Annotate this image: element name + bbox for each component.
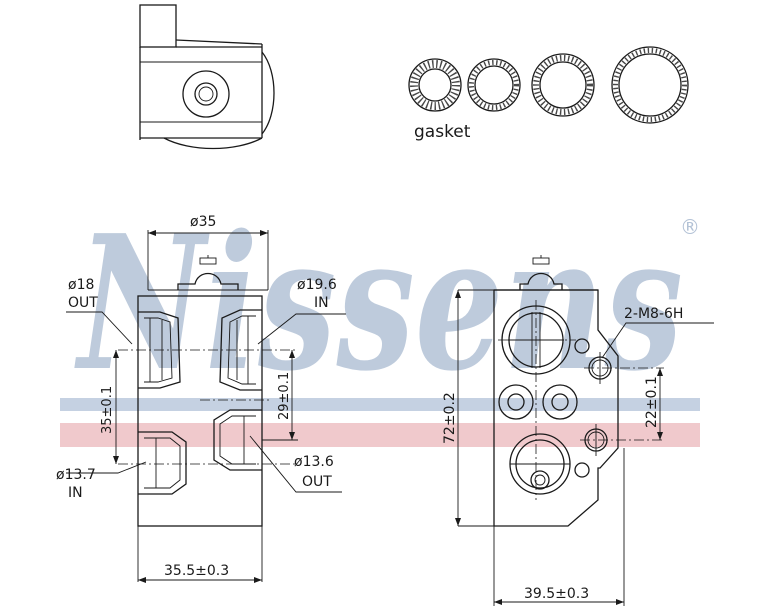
- thread-label: 2-M8-6H: [624, 306, 683, 322]
- watermark-brand: Nissens: [74, 194, 683, 412]
- watermark-band-blue: [60, 398, 700, 411]
- side-lower-port: [509, 433, 571, 495]
- gasket-ring: [467, 58, 521, 112]
- port-out-bottom-label: OUT: [302, 474, 332, 490]
- thread-hole: [574, 338, 590, 478]
- gasket-group: gasket: [408, 46, 689, 142]
- front-width-label: ø35: [190, 214, 216, 230]
- port-in-bottom: [138, 431, 187, 495]
- front-bottom-width: 35.5±0.3: [164, 563, 229, 579]
- watermark: Nissens ®: [60, 194, 700, 447]
- side-small-port: [542, 384, 578, 420]
- front-view-body: [137, 295, 263, 527]
- side-height-label: 72±0.2: [442, 392, 458, 444]
- port-out-top-diameter: ø18: [68, 277, 94, 293]
- port-in-bottom-label: IN: [68, 485, 83, 501]
- side-view: 2-M8-6H 72±0.2 22±0.1 39.5±0.3: [442, 255, 714, 606]
- top-view: [139, 4, 275, 150]
- port-out-bottom-diameter: ø13.6: [294, 454, 334, 470]
- side-bottom-width: 39.5±0.3: [524, 586, 589, 602]
- watermark-registered: ®: [680, 215, 700, 239]
- gasket-ring: [531, 53, 595, 117]
- front-view: ø35: [56, 214, 346, 583]
- side-view-body: [493, 289, 619, 527]
- side-hole-spacing: 22±0.1: [644, 376, 660, 428]
- side-small-port: [498, 384, 534, 420]
- front-vertical-spacing-right: 29±0.1: [277, 372, 292, 420]
- gasket-ring: [611, 46, 689, 124]
- port-in-top-diameter: ø19.6: [297, 277, 337, 293]
- gasket-label: gasket: [414, 122, 471, 142]
- top-view-port: [182, 70, 230, 118]
- port-in-bottom-diameter: ø13.7: [56, 467, 96, 483]
- gasket-ring: [408, 58, 462, 112]
- port-in-top-label: IN: [314, 295, 329, 311]
- port-out-top-label: OUT: [68, 295, 98, 311]
- watermark-band-red: [60, 423, 700, 447]
- front-vertical-spacing-left: 35±0.1: [100, 386, 115, 434]
